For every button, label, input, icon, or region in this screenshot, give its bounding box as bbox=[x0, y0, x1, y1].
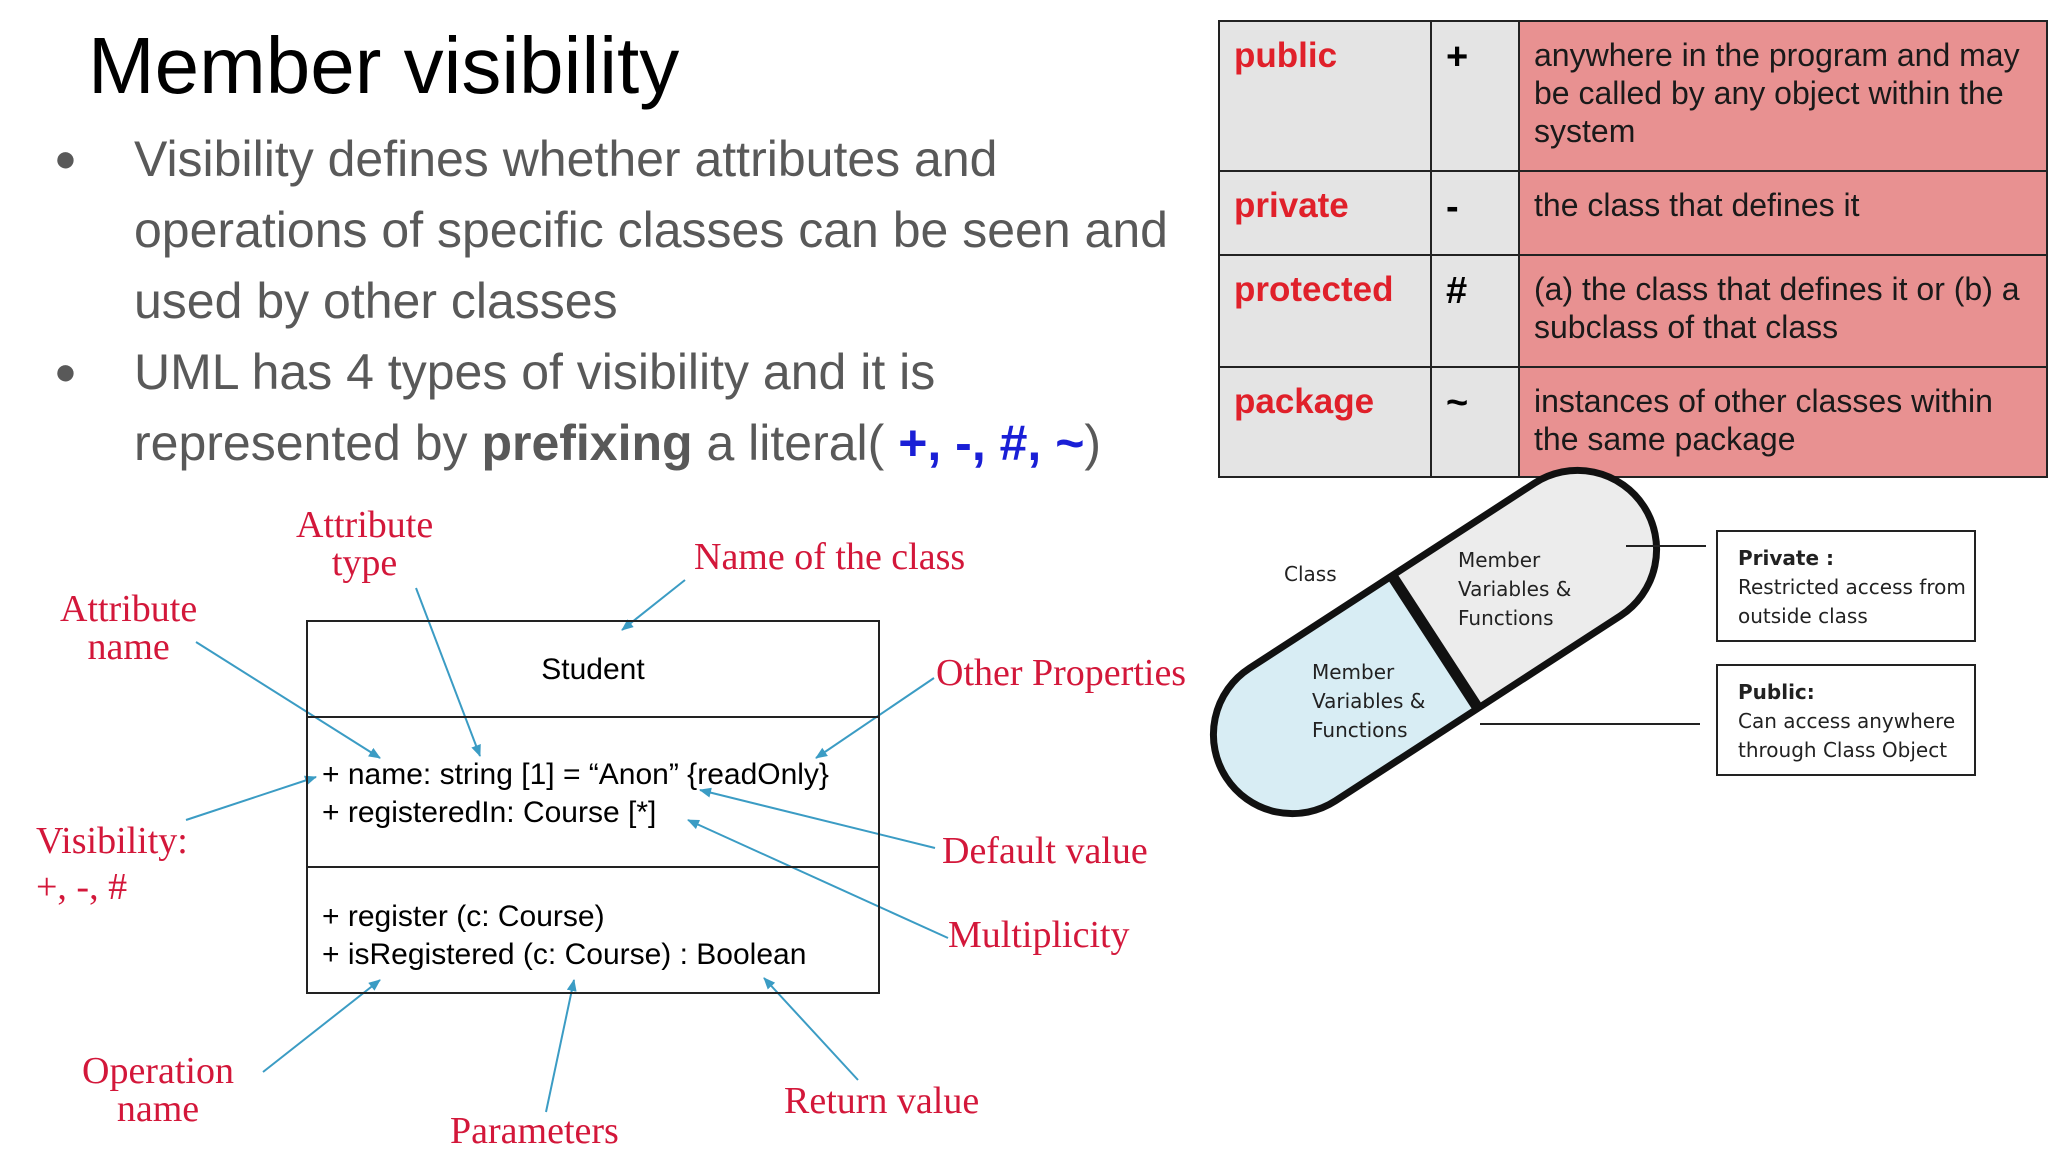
visibility-keyword: private bbox=[1218, 170, 1432, 256]
capsule-class-label: Class bbox=[1284, 562, 1337, 586]
capsule-upper-label: Member Variables & Functions bbox=[1458, 548, 1572, 630]
arrow-multiplicity bbox=[687, 819, 949, 939]
capsule-lower-label: Member Variables & Functions bbox=[1312, 660, 1426, 742]
private-info-box: Private : Restricted access from outside… bbox=[1716, 530, 1976, 642]
uml-operations: + register (c: Course) + isRegistered (c… bbox=[308, 868, 878, 974]
visibility-description: the class that defines it bbox=[1518, 170, 2048, 256]
bullet-dot-icon: ● bbox=[54, 351, 77, 393]
bullet-item: ● Visibility defines whether attributes … bbox=[48, 124, 1208, 337]
private-text: outside class bbox=[1738, 604, 1868, 628]
public-title: Public: bbox=[1738, 680, 1815, 704]
table-row: package ~ instances of other classes wit… bbox=[1218, 366, 2048, 478]
visibility-symbol: + bbox=[1430, 20, 1520, 172]
annotation-return-value: Return value bbox=[784, 1080, 980, 1122]
bullet-symbols: +, -, #, ~ bbox=[898, 415, 1085, 471]
annotation-default-value: Default value bbox=[942, 830, 1148, 872]
annotation-attribute-name: Attribute name bbox=[60, 588, 198, 668]
uml-operation: + isRegistered (c: Course) : Boolean bbox=[322, 938, 807, 971]
bullet-list: ● Visibility defines whether attributes … bbox=[48, 124, 1208, 479]
visibility-keyword: protected bbox=[1218, 254, 1432, 368]
uml-operation: + register (c: Course) bbox=[322, 900, 605, 933]
visibility-description: anywhere in the program and may be calle… bbox=[1518, 20, 2048, 172]
uml-attribute: + name: string [1] = “Anon” {readOnly} bbox=[322, 758, 829, 791]
bullet-item: ● UML has 4 types of visibility and it i… bbox=[48, 337, 1208, 479]
visibility-description: (a) the class that defines it or (b) a s… bbox=[1518, 254, 2048, 368]
arrow-default-value bbox=[699, 787, 936, 849]
uml-class-name: Student bbox=[308, 622, 878, 718]
annotation-multiplicity: Multiplicity bbox=[948, 914, 1130, 956]
public-text: through Class Object bbox=[1738, 738, 1948, 762]
annotation-parameters: Parameters bbox=[450, 1110, 619, 1152]
bullet-text: a literal( bbox=[692, 415, 899, 471]
visibility-keyword: package bbox=[1218, 366, 1432, 478]
capsule-shape bbox=[1209, 466, 1661, 818]
slide-title: Member visibility bbox=[88, 21, 680, 110]
arrow-attribute-type bbox=[415, 587, 481, 757]
annotation-attribute-type: Attribute type bbox=[296, 504, 434, 584]
visibility-description: instances of other classes within the sa… bbox=[1518, 366, 2048, 478]
annotation-visibility: Visibility: +, -, # bbox=[36, 820, 188, 908]
uml-class-box: Student + name: string [1] = “Anon” {rea… bbox=[306, 620, 880, 994]
annotation-class-name: Name of the class bbox=[694, 536, 966, 578]
arrow-operation-name bbox=[262, 979, 381, 1073]
arrow-attribute-name bbox=[195, 641, 381, 759]
arrow-parameters bbox=[545, 979, 577, 1113]
uml-attribute: + registeredIn: Course [*] bbox=[322, 796, 657, 829]
arrow-visibility bbox=[185, 775, 317, 821]
annotation-other-properties: Other Properties bbox=[936, 652, 1187, 694]
uml-attributes: + name: string [1] = “Anon” {readOnly} +… bbox=[308, 718, 878, 868]
arrow-other-properties bbox=[815, 677, 935, 759]
visibility-symbol: # bbox=[1430, 254, 1520, 368]
visibility-keyword: public bbox=[1218, 20, 1432, 172]
bullet-dot-icon: ● bbox=[54, 138, 77, 180]
arrow-return-value bbox=[763, 977, 859, 1081]
private-text: Restricted access from bbox=[1738, 575, 1966, 599]
visibility-symbol: - bbox=[1430, 170, 1520, 256]
public-text: Can access anywhere bbox=[1738, 709, 1956, 733]
annotation-operation-name: Operation name bbox=[82, 1050, 234, 1130]
public-info-box: Public: Can access anywhere through Clas… bbox=[1716, 664, 1976, 776]
bullet-bold-text: prefixing bbox=[481, 415, 693, 471]
bullet-text: UML has 4 types of visibility and it is … bbox=[134, 344, 936, 471]
bullet-text: ) bbox=[1084, 415, 1102, 471]
bullet-text: Visibility defines whether attributes an… bbox=[134, 131, 1168, 329]
table-row: public + anywhere in the program and may… bbox=[1218, 20, 2048, 172]
table-row: private - the class that defines it bbox=[1218, 170, 2048, 256]
private-title: Private : bbox=[1738, 546, 1834, 570]
visibility-symbol: ~ bbox=[1430, 366, 1520, 478]
table-row: protected # (a) the class that defines i… bbox=[1218, 254, 2048, 368]
visibility-table: public + anywhere in the program and may… bbox=[1218, 20, 2048, 478]
